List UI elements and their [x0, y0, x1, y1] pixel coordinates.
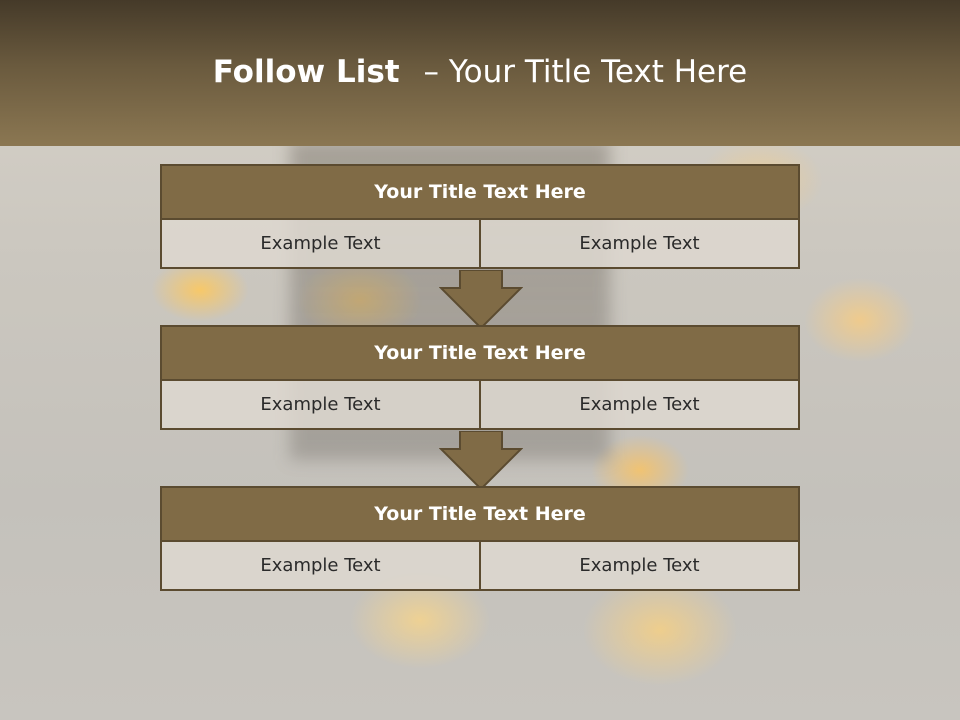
list-block-1: Your Title Text Here Example Text Exampl… — [160, 164, 800, 269]
block-right-text: Example Text — [479, 220, 798, 267]
down-arrow-icon — [439, 270, 523, 330]
slide-title: Follow List – Your Title Text Here — [0, 54, 960, 90]
block-right-text: Example Text — [479, 542, 798, 589]
block-title: Your Title Text Here — [160, 325, 800, 381]
block-row: Example Text Example Text — [160, 542, 800, 591]
title-bold: Follow List — [212, 54, 400, 90]
block-left-text: Example Text — [162, 220, 479, 267]
block-title: Your Title Text Here — [160, 164, 800, 220]
title-separator: – — [423, 54, 439, 90]
block-row: Example Text Example Text — [160, 381, 800, 430]
title-rest: Your Title Text Here — [448, 54, 748, 90]
list-block-3: Your Title Text Here Example Text Exampl… — [160, 486, 800, 591]
block-right-text: Example Text — [479, 381, 798, 428]
down-arrow-icon — [439, 431, 523, 491]
block-left-text: Example Text — [162, 381, 479, 428]
block-row: Example Text Example Text — [160, 220, 800, 269]
header-band — [0, 0, 960, 146]
block-title: Your Title Text Here — [160, 486, 800, 542]
block-left-text: Example Text — [162, 542, 479, 589]
list-block-2: Your Title Text Here Example Text Exampl… — [160, 325, 800, 430]
